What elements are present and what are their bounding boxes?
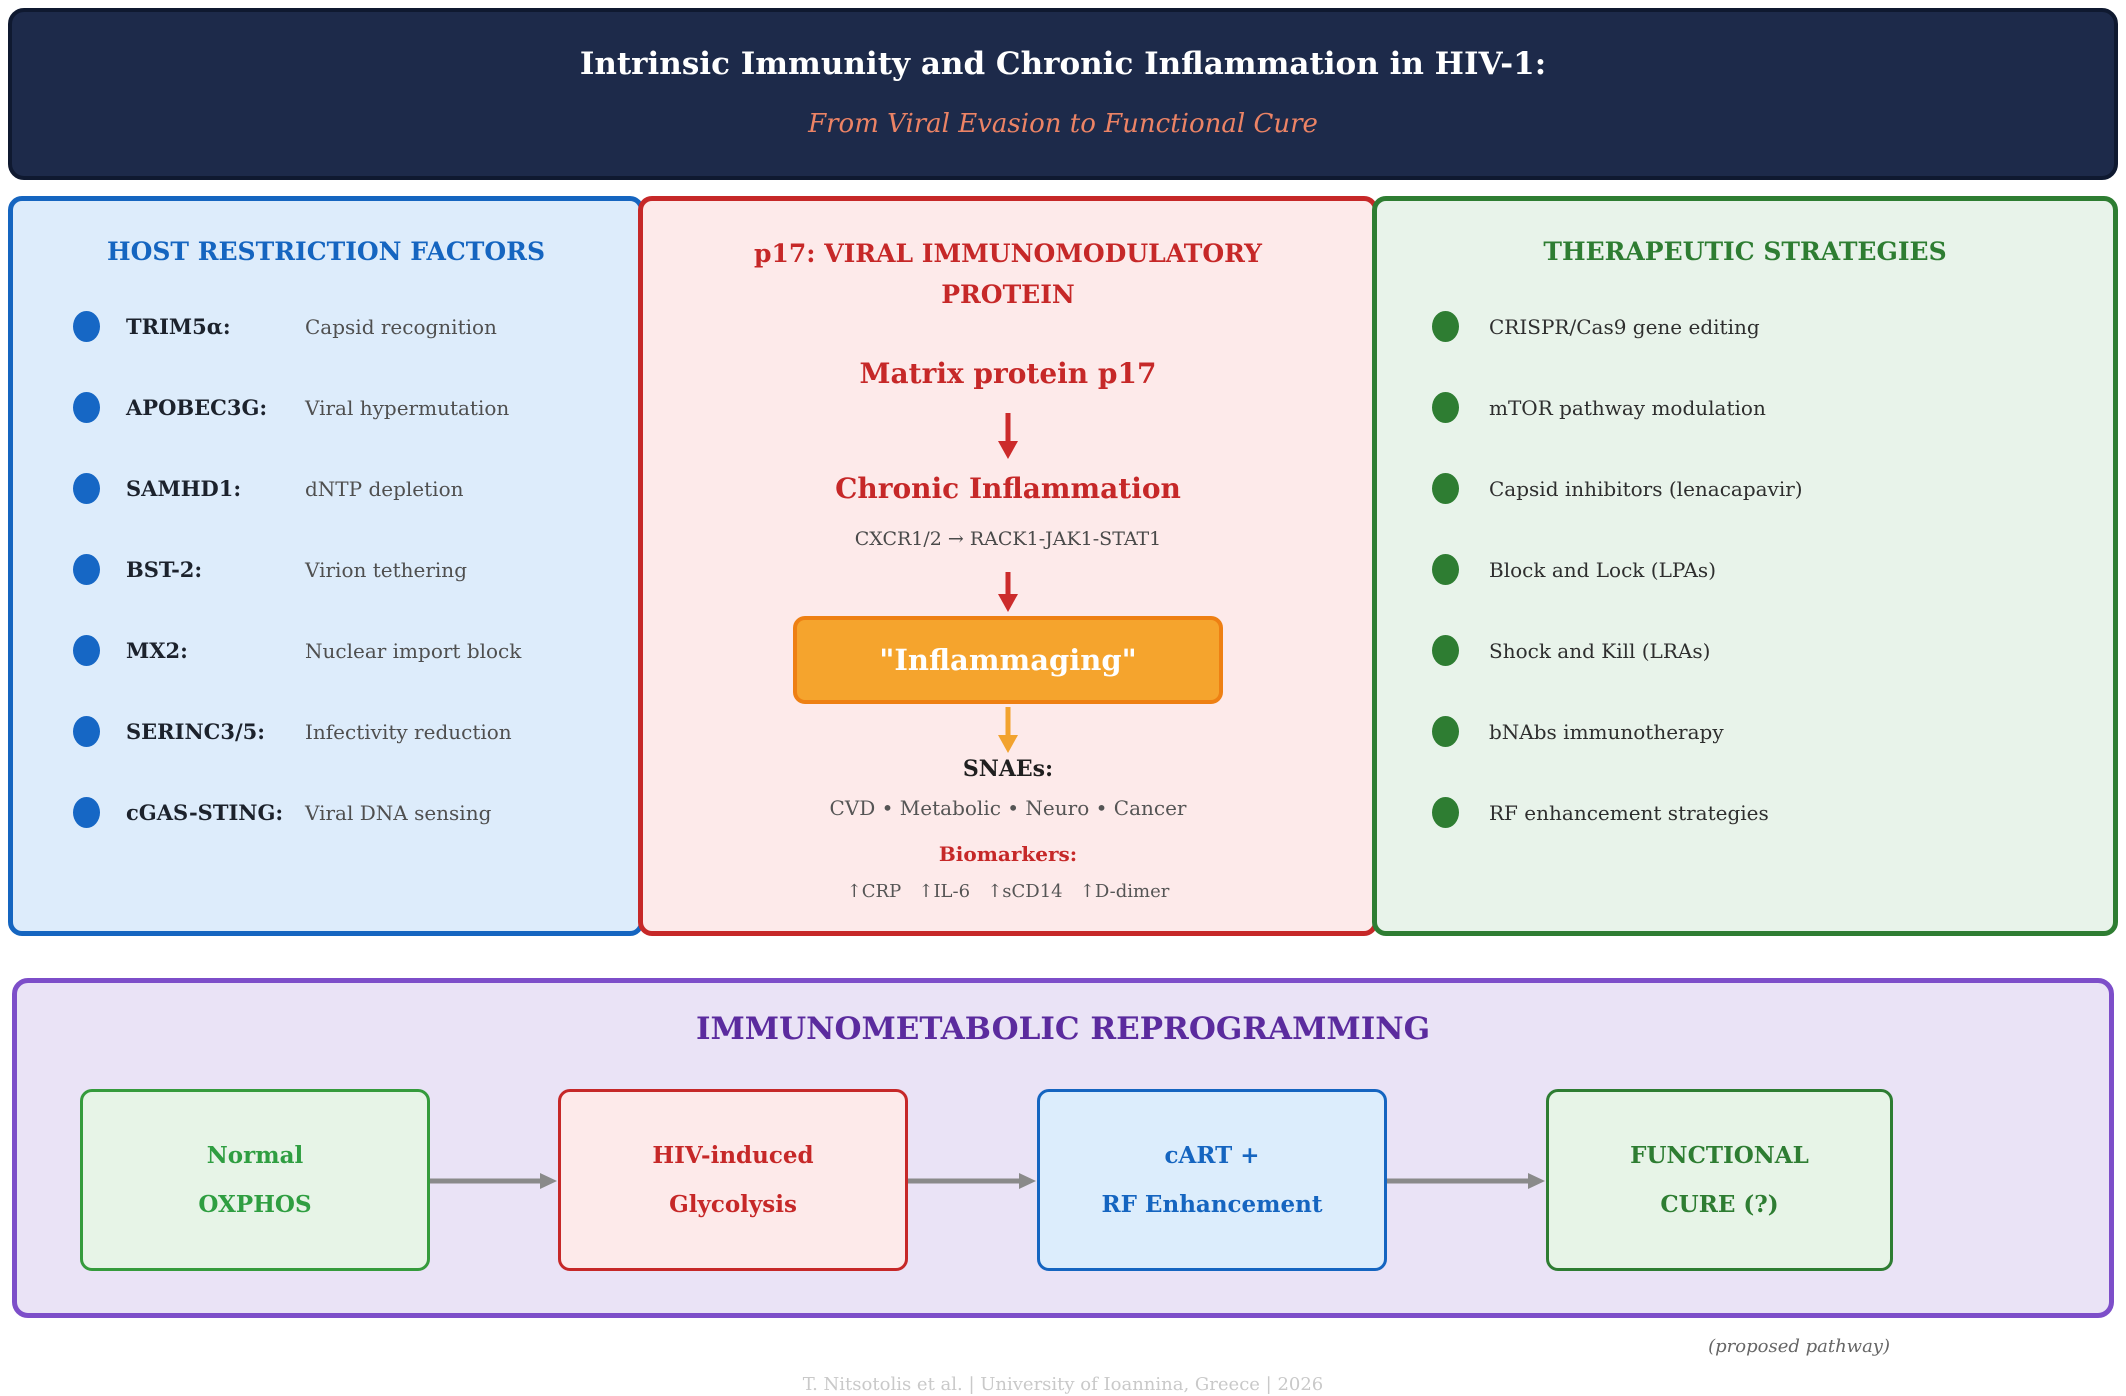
- list-item: cGAS-STING: Viral DNA sensing: [13, 772, 639, 853]
- bullet-dot-icon: [1432, 473, 1459, 504]
- factor-name: MX2:: [126, 638, 188, 663]
- factor-name: cGAS-STING:: [126, 800, 284, 825]
- stage-hiv-glycolysis: HIV-induced Glycolysis: [558, 1089, 908, 1271]
- strategy-label: Block and Lock (LPAs): [1489, 557, 1716, 582]
- inflammaging-label: "Inflammaging": [879, 643, 1137, 677]
- factor-name: TRIM5α:: [126, 314, 231, 339]
- host-restriction-list: TRIM5α: Capsid recognition APOBEC3G: Vir…: [13, 286, 639, 853]
- bullet-dot-icon: [73, 797, 100, 828]
- factor-description: dNTP depletion: [305, 476, 464, 501]
- factor-description: Viral DNA sensing: [305, 800, 492, 825]
- factor-name: APOBEC3G:: [126, 395, 268, 420]
- bullet-dot-icon: [1432, 311, 1459, 342]
- strategy-label: Shock and Kill (LRAs): [1489, 638, 1711, 663]
- list-item: MX2: Nuclear import block: [13, 610, 639, 691]
- factor-description: Nuclear import block: [305, 638, 522, 663]
- stage-line1: cART +: [1164, 1142, 1260, 1169]
- stage-line1: FUNCTIONAL: [1630, 1142, 1809, 1169]
- down-arrow-icon: [998, 572, 1018, 612]
- list-item: mTOR pathway modulation: [1377, 367, 2113, 448]
- bullet-dot-icon: [1432, 797, 1459, 828]
- bullet-dot-icon: [1432, 392, 1459, 423]
- therapeutic-title: THERAPEUTIC STRATEGIES: [1543, 237, 1947, 266]
- stage-functional-cure: FUNCTIONAL CURE (?): [1546, 1089, 1893, 1271]
- strategy-label: Capsid inhibitors (lenacapavir): [1489, 476, 1803, 501]
- p17-title: p17: VIRAL IMMUNOMODULATORY PROTEIN: [754, 233, 1262, 315]
- biomarkers-values: ↑CRP ↑IL-6 ↑sCD14 ↑D-dimer: [846, 881, 1170, 902]
- list-item: Capsid inhibitors (lenacapavir): [1377, 448, 2113, 529]
- stage-line1: Normal: [206, 1142, 304, 1169]
- bullet-dot-icon: [73, 554, 100, 585]
- inflammaging-box: "Inflammaging": [793, 616, 1223, 704]
- factor-description: Capsid recognition: [305, 314, 497, 339]
- snae-items: CVD • Metabolic • Neuro • Cancer: [829, 796, 1187, 820]
- list-item: BST-2: Virion tethering: [13, 529, 639, 610]
- bullet-dot-icon: [73, 392, 100, 423]
- strategy-label: CRISPR/Cas9 gene editing: [1489, 314, 1760, 339]
- factor-description: Infectivity reduction: [305, 719, 512, 744]
- stage-line2: CURE (?): [1660, 1191, 1779, 1218]
- bullet-dot-icon: [73, 473, 100, 504]
- immunometabolic-title: IMMUNOMETABOLIC REPROGRAMMING: [695, 1011, 1431, 1047]
- page-title: Intrinsic Immunity and Chronic Inflammat…: [579, 46, 1547, 82]
- snae-label: SNAEs:: [962, 756, 1054, 782]
- list-item: TRIM5α: Capsid recognition: [13, 286, 639, 367]
- strategy-label: mTOR pathway modulation: [1489, 395, 1766, 420]
- stage-line2: OXPHOS: [198, 1191, 312, 1218]
- list-item: Shock and Kill (LRAs): [1377, 610, 2113, 691]
- bullet-dot-icon: [73, 635, 100, 666]
- bullet-dot-icon: [1432, 554, 1459, 585]
- down-arrow-icon: [998, 707, 1018, 753]
- stage-line1: HIV-induced: [652, 1142, 814, 1169]
- chronic-inflammation-node: Chronic Inflammation: [835, 472, 1181, 505]
- right-arrow-icon: [430, 1173, 557, 1189]
- p17-title-line1: p17: VIRAL IMMUNOMODULATORY: [754, 239, 1262, 268]
- factor-description: Viral hypermutation: [305, 395, 510, 420]
- credit-line: T. Nitsotolis et al. | University of Ioa…: [802, 1374, 1324, 1395]
- therapeutic-list: CRISPR/Cas9 gene editing mTOR pathway mo…: [1377, 286, 2113, 853]
- factor-description: Virion tethering: [305, 557, 467, 582]
- p17-flow: p17: VIRAL IMMUNOMODULATORY PROTEIN Matr…: [643, 201, 1373, 903]
- list-item: Block and Lock (LPAs): [1377, 529, 2113, 610]
- matrix-protein-node: Matrix protein p17: [859, 357, 1157, 390]
- factor-name: SERINC3/5:: [126, 719, 266, 744]
- list-item: SAMHD1: dNTP depletion: [13, 448, 639, 529]
- factor-name: BST-2:: [126, 557, 203, 582]
- bullet-dot-icon: [73, 311, 100, 342]
- list-item: SERINC3/5: Infectivity reduction: [13, 691, 639, 772]
- list-item: APOBEC3G: Viral hypermutation: [13, 367, 639, 448]
- stage-cart-rf: cART + RF Enhancement: [1037, 1089, 1387, 1271]
- therapeutic-panel: THERAPEUTIC STRATEGIES CRISPR/Cas9 gene …: [1372, 196, 2118, 936]
- list-item: CRISPR/Cas9 gene editing: [1377, 286, 2113, 367]
- factor-name: SAMHD1:: [126, 476, 242, 501]
- stage-normal-oxphos: Normal OXPHOS: [80, 1089, 430, 1271]
- strategy-label: bNAbs immunotherapy: [1489, 719, 1724, 744]
- list-item: RF enhancement strategies: [1377, 772, 2113, 853]
- header-banner: Intrinsic Immunity and Chronic Inflammat…: [8, 8, 2118, 180]
- proposed-pathway-note: (proposed pathway): [1708, 1336, 1890, 1357]
- page-subtitle: From Viral Evasion to Functional Cure: [808, 109, 1318, 139]
- immunometabolic-panel: IMMUNOMETABOLIC REPROGRAMMING Normal OXP…: [12, 978, 2114, 1318]
- signaling-pathway-text: CXCR1/2 → RACK1-JAK1-STAT1: [854, 528, 1162, 550]
- p17-title-line2: PROTEIN: [941, 280, 1075, 309]
- strategy-label: RF enhancement strategies: [1489, 800, 1769, 825]
- bullet-dot-icon: [73, 716, 100, 747]
- host-restriction-title: HOST RESTRICTION FACTORS: [106, 237, 546, 266]
- biomarkers-label: Biomarkers:: [938, 842, 1078, 866]
- host-restriction-panel: HOST RESTRICTION FACTORS TRIM5α: Capsid …: [8, 196, 644, 936]
- stage-line2: RF Enhancement: [1101, 1191, 1323, 1218]
- p17-panel: p17: VIRAL IMMUNOMODULATORY PROTEIN Matr…: [638, 196, 1378, 936]
- right-arrow-icon: [1387, 1173, 1545, 1189]
- stage-line2: Glycolysis: [669, 1191, 797, 1218]
- list-item: bNAbs immunotherapy: [1377, 691, 2113, 772]
- down-arrow-icon: [998, 413, 1018, 459]
- bullet-dot-icon: [1432, 635, 1459, 666]
- bullet-dot-icon: [1432, 716, 1459, 747]
- right-arrow-icon: [908, 1173, 1036, 1189]
